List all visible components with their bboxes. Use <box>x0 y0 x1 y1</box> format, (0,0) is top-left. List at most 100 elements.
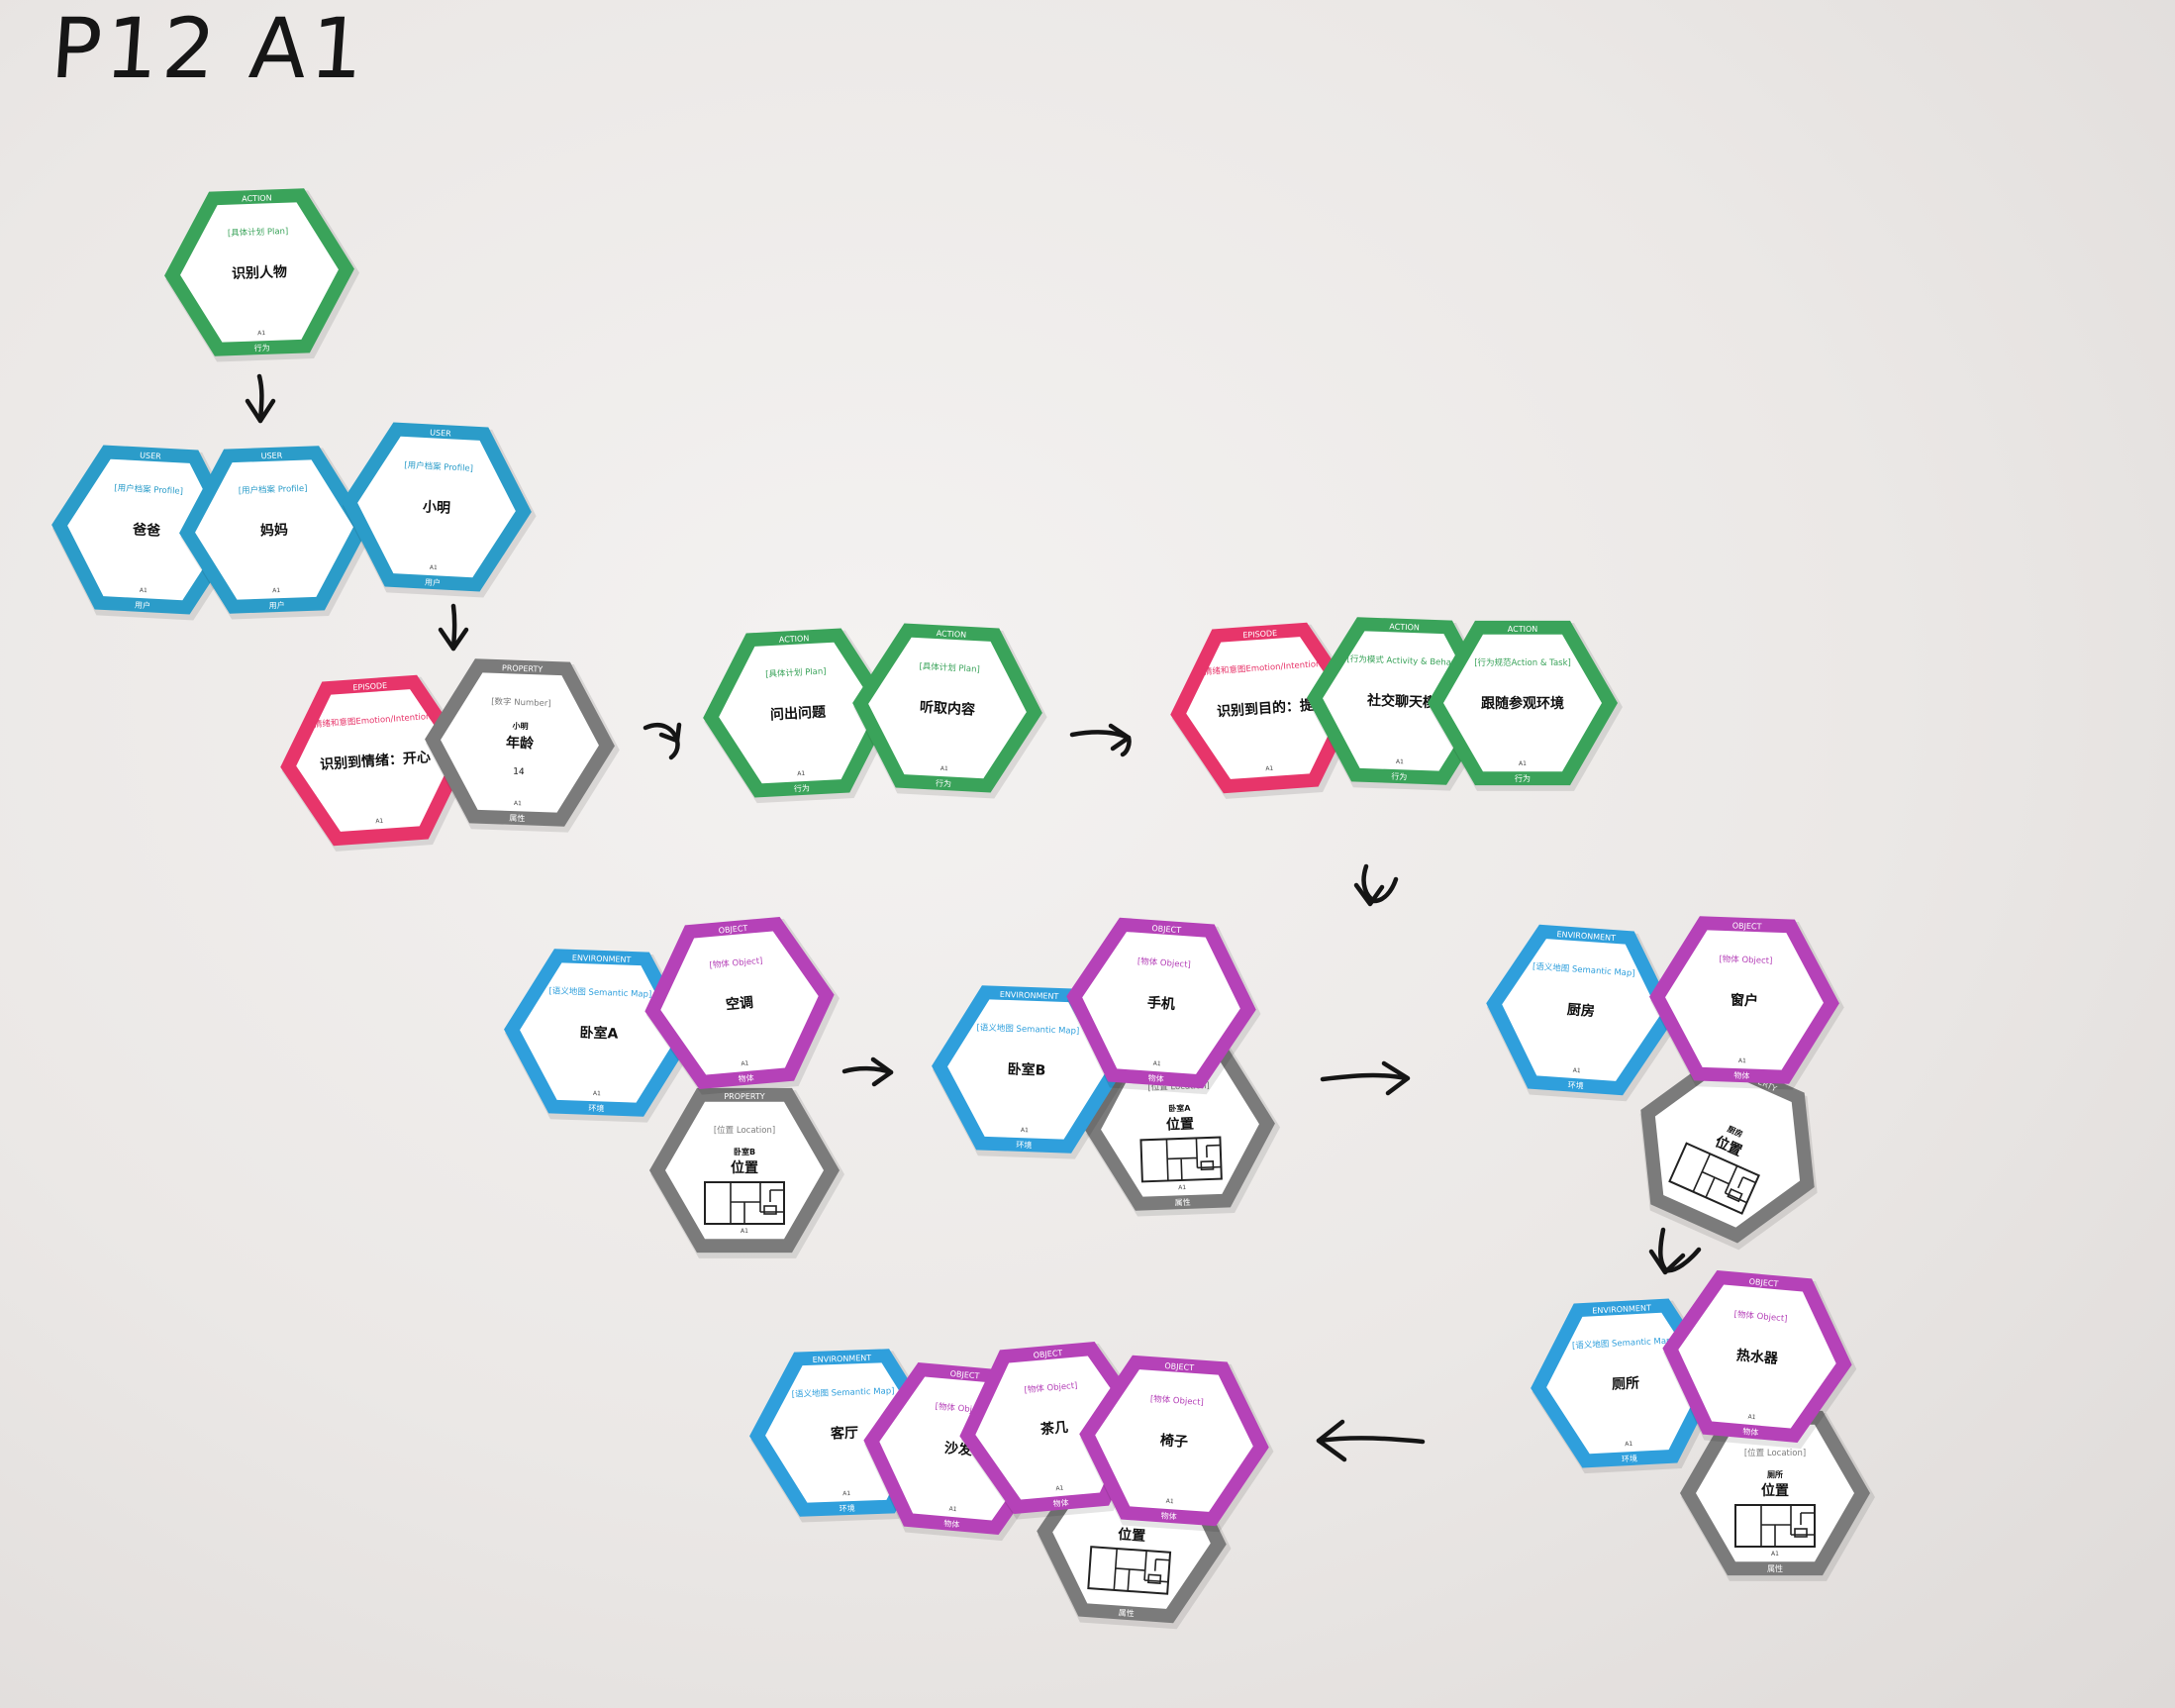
card-label: 热水器 <box>1735 1347 1779 1367</box>
card-footer: 用户 <box>268 600 284 611</box>
card-footer: 属性 <box>1174 1197 1190 1208</box>
card-label: 年龄 <box>506 735 536 753</box>
card-face <box>180 202 339 343</box>
flow-arrow-icon <box>1320 1060 1411 1096</box>
hex-card-episode-recognize-purpose: EPISODE[情绪和意图Emotion/Intention]识别到目的：提A1 <box>1170 622 1366 799</box>
card-label: 卧室A <box>579 1024 619 1042</box>
card-tag: [语义地图 Semantic Map] <box>792 1385 895 1400</box>
card-footer: 物体 <box>1742 1426 1759 1437</box>
card-face <box>975 1356 1134 1500</box>
card-type: EPISODE <box>352 681 387 692</box>
card-type: ENVIRONMENT <box>572 954 632 964</box>
card-face <box>1082 932 1240 1074</box>
card-type: ACTION <box>1389 622 1420 632</box>
card-code: A1 <box>1771 1551 1779 1557</box>
card-label: 爸爸 <box>132 521 161 539</box>
flow-arrow-icon <box>1353 863 1399 907</box>
card-code: A1 <box>1055 1485 1064 1493</box>
floor-plan-icon <box>704 1181 785 1225</box>
card-code: A1 <box>1738 1057 1746 1064</box>
card-footer: 用户 <box>135 600 151 611</box>
card-code: A1 <box>430 564 438 571</box>
card-footer: 物体 <box>1160 1510 1177 1521</box>
card-tag: [物体 Object] <box>709 955 763 971</box>
card-face <box>1502 939 1660 1081</box>
floor-plan-icon <box>1734 1504 1816 1548</box>
card-code: A1 <box>375 818 384 826</box>
card-type: ACTION <box>936 629 966 640</box>
card-type: USER <box>140 451 161 460</box>
card-footer: 物体 <box>738 1072 754 1083</box>
card-face <box>1665 930 1824 1070</box>
card-footer: 环境 <box>1622 1454 1638 1464</box>
card-code: A1 <box>140 587 148 594</box>
card-footer: 属性 <box>1767 1563 1783 1573</box>
card-tag: [用户档案 Profile] <box>239 483 308 496</box>
card-tag: [物体 Object] <box>1137 955 1191 970</box>
card-face <box>195 459 353 600</box>
card-footer: 物体 <box>943 1518 960 1529</box>
card-tag: [数字 Number] <box>491 696 551 709</box>
card-value: 14 <box>513 767 525 777</box>
flow-arrow-icon <box>1316 1419 1426 1462</box>
card-sublabel: 小明 <box>511 721 528 732</box>
card-tag: [物体 Object] <box>1719 954 1772 966</box>
card-type: ACTION <box>1508 625 1537 634</box>
card-label: 窗户 <box>1730 992 1759 1010</box>
flow-arrow-icon <box>245 373 276 424</box>
flow-arrow-icon <box>1069 723 1132 757</box>
card-face <box>1101 1056 1259 1197</box>
card-type: USER <box>430 428 451 438</box>
card-code: A1 <box>1573 1067 1582 1075</box>
card-label: 空调 <box>725 994 753 1013</box>
card-code: A1 <box>940 765 948 772</box>
card-footer: 行为 <box>936 778 952 789</box>
card-code: A1 <box>593 1090 601 1097</box>
card-footer: 属性 <box>509 813 525 824</box>
card-footer: 用户 <box>425 577 442 588</box>
card-type: PROPERTY <box>502 663 544 673</box>
card-label: 手机 <box>1146 994 1175 1013</box>
card-tag: [物体 Object] <box>1733 1309 1788 1325</box>
card-tag: [语义地图 Semantic Map] <box>976 1022 1079 1037</box>
flow-arrow-icon <box>841 1056 894 1087</box>
card-footer: 行为 <box>253 343 269 353</box>
flow-arrow-icon <box>643 722 682 760</box>
flow-arrow-icon <box>438 603 469 652</box>
card-tag: [物体 Object] <box>1149 1393 1204 1408</box>
hex-card-episode-emotion-happy: EPISODE[情绪和意图Emotion/Intention]识别到情绪：开心A… <box>280 674 476 852</box>
card-type: OBJECT <box>1748 1277 1778 1289</box>
card-face <box>520 962 678 1103</box>
card-label: 妈妈 <box>260 522 289 540</box>
card-code: A1 <box>741 1060 749 1068</box>
flow-arrows <box>245 373 1702 1462</box>
card-tag: [具体计划 Plan] <box>919 660 980 674</box>
card-code: A1 <box>1021 1127 1029 1134</box>
card-label: 茶几 <box>1038 1419 1068 1438</box>
card-code: A1 <box>1153 1060 1162 1068</box>
card-tag: [具体计划 Plan] <box>228 226 289 239</box>
card-label: 识别到目的：提 <box>1217 697 1316 721</box>
card-footer: 环境 <box>1567 1079 1584 1090</box>
card-code: A1 <box>842 1490 850 1497</box>
card-label: 跟随参观环境 <box>1481 695 1564 712</box>
card-label: 厨房 <box>1566 1001 1595 1020</box>
card-label: 问出问题 <box>770 703 828 723</box>
card-label: 位置 <box>1166 1116 1195 1134</box>
card-label: 客厅 <box>830 1425 859 1443</box>
card-code: A1 <box>257 330 265 337</box>
card-code: A1 <box>514 800 522 807</box>
card-label: 位置 <box>1761 1482 1789 1499</box>
card-label: 厕所 <box>1612 1374 1640 1392</box>
card-tag: [语义地图 Semantic Map] <box>548 985 651 1000</box>
card-type: OBJECT <box>1151 924 1181 935</box>
card-tag: [行为模式 Activity & Behav] <box>1346 653 1459 668</box>
card-code: A1 <box>1265 765 1274 773</box>
